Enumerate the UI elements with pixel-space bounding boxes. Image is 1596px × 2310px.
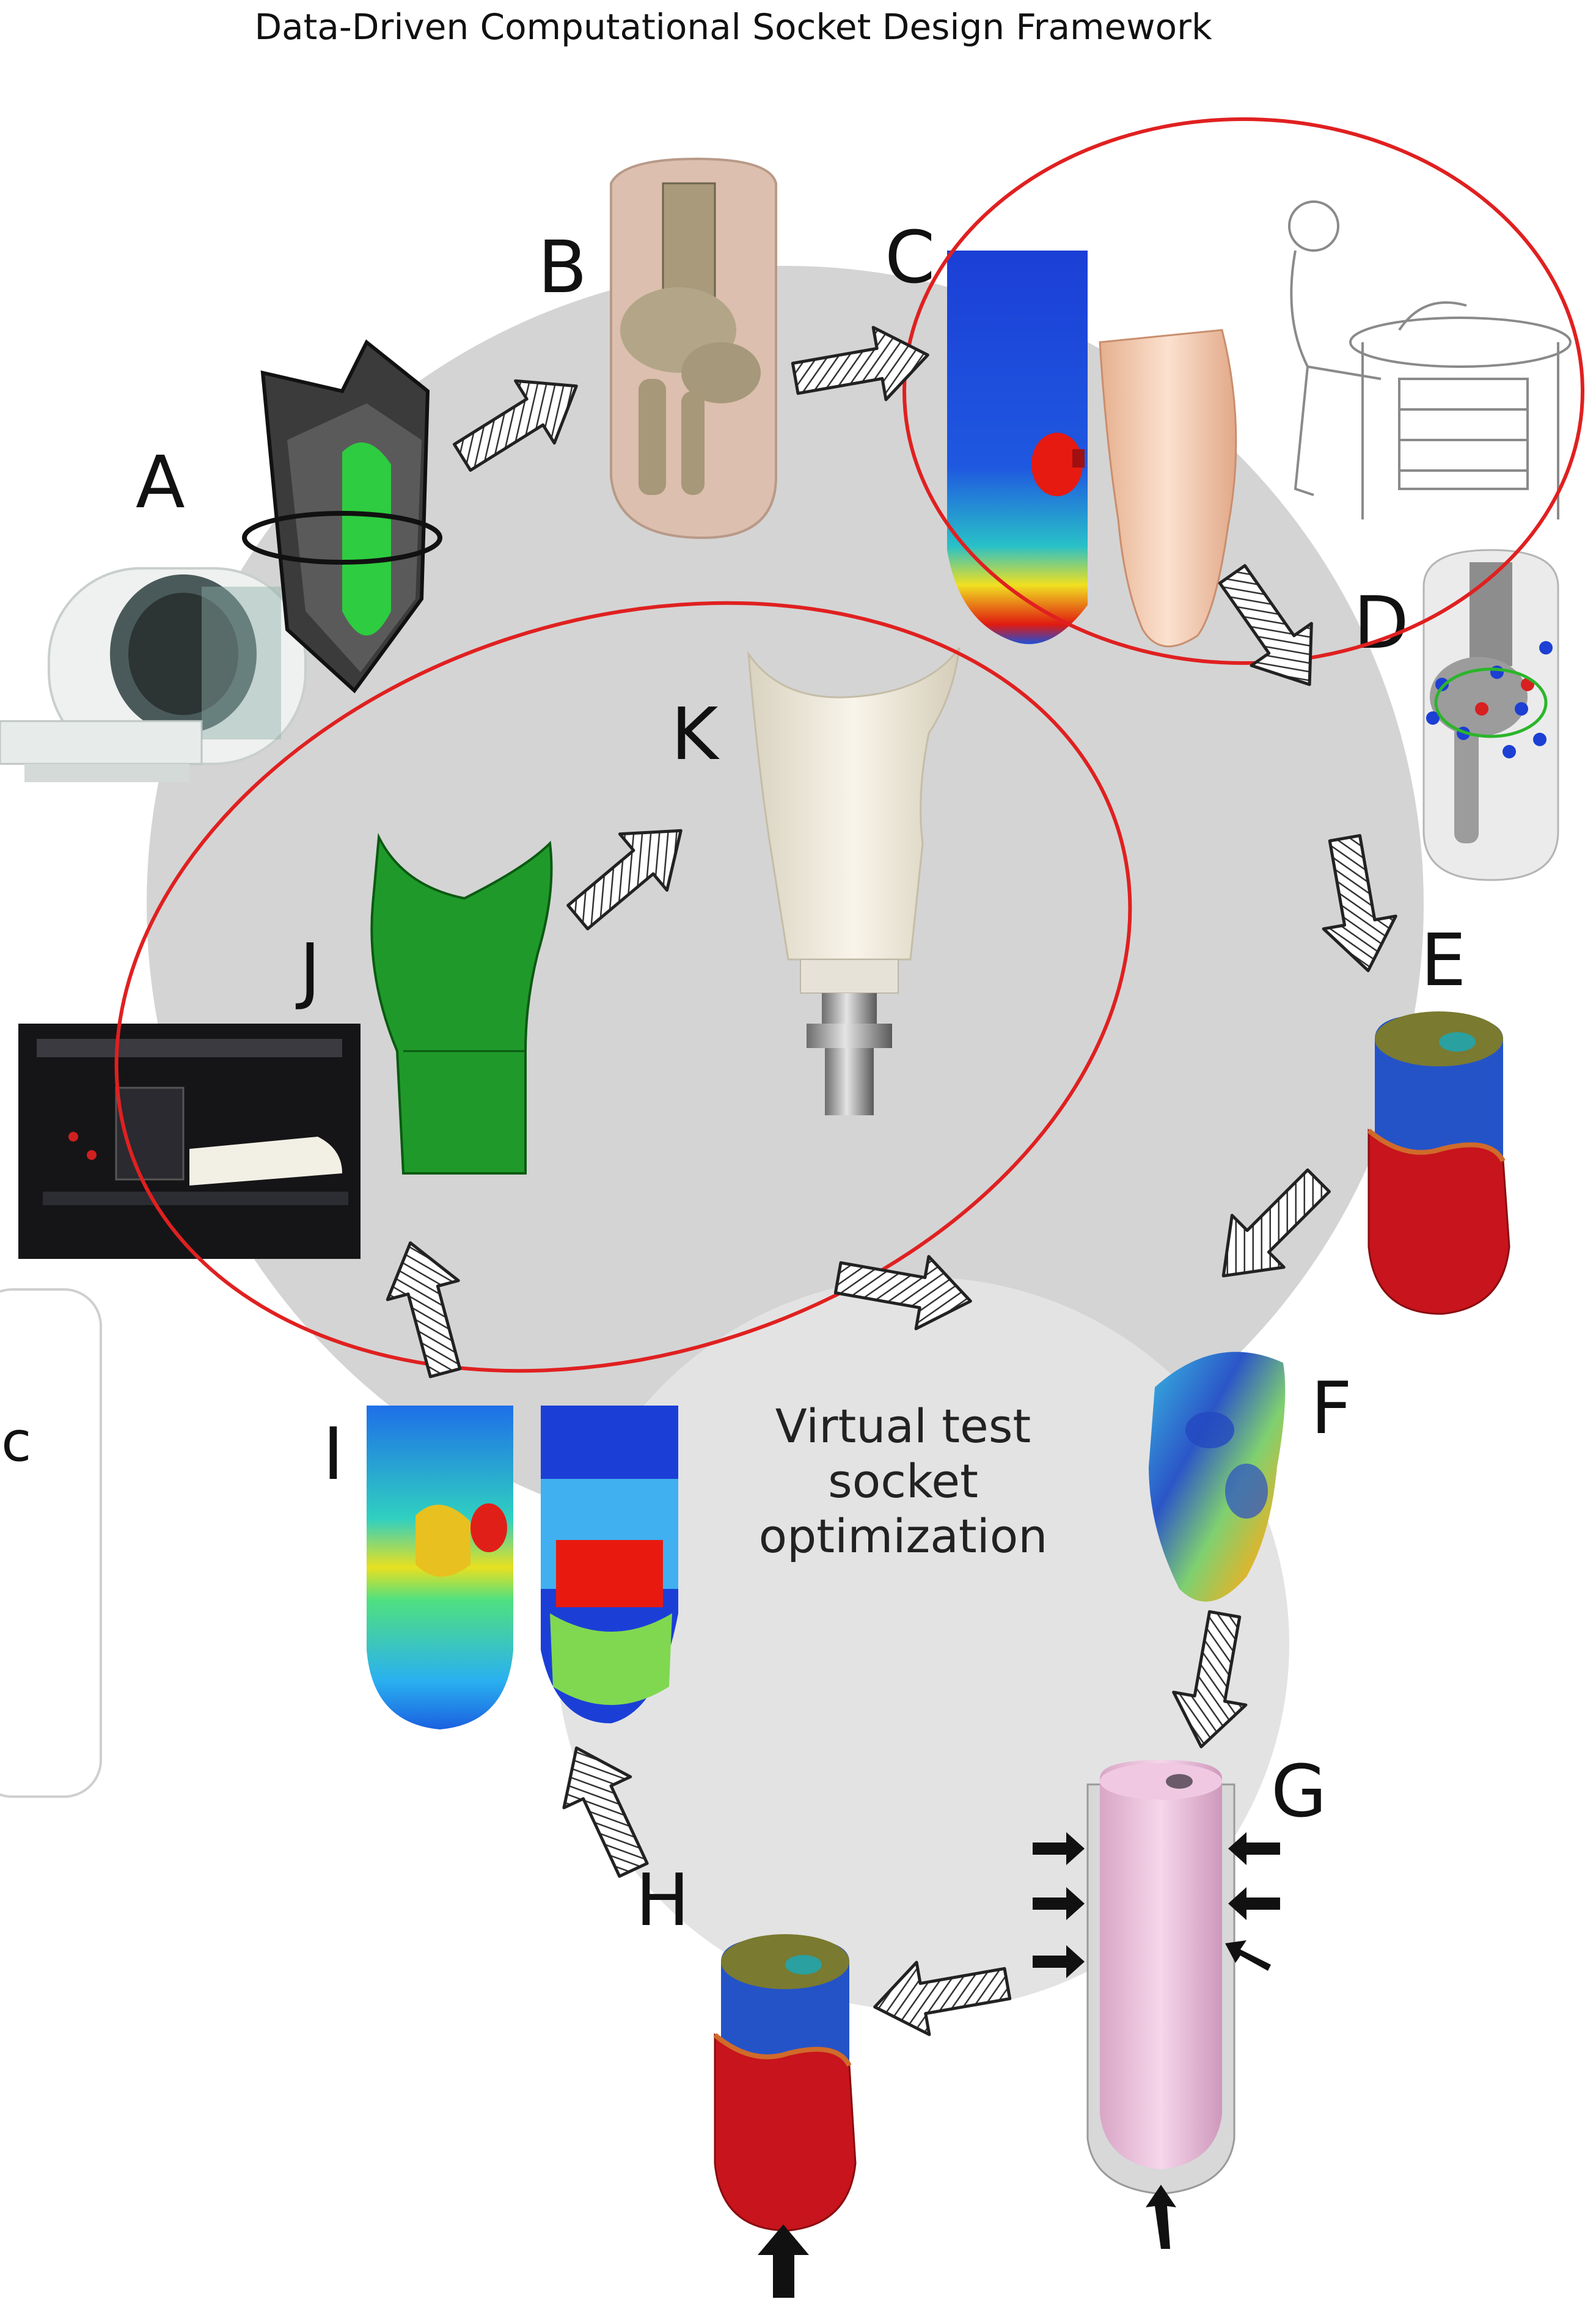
panel-d-label: D bbox=[1353, 581, 1409, 665]
panel-a-label: A bbox=[136, 440, 185, 524]
inner-cycle-line-3: optimization bbox=[759, 1509, 1048, 1563]
panel-i-fea-results: I bbox=[323, 1406, 678, 1729]
subject-seated-sketch bbox=[1289, 202, 1570, 519]
panel-f-pressure-map: F bbox=[1149, 1352, 1352, 1602]
inner-cycle-line-2: socket bbox=[828, 1454, 978, 1508]
panel-i-label: I bbox=[323, 1412, 344, 1496]
panel-c-label: C bbox=[885, 215, 935, 299]
side-box bbox=[0, 1289, 101, 1797]
panel-h-label: H bbox=[635, 1858, 690, 1942]
3d-printer-icon bbox=[18, 1024, 361, 1259]
panel-e-label: E bbox=[1421, 918, 1466, 1002]
inner-cycle-line-1: Virtual test bbox=[775, 1399, 1031, 1453]
mri-scanner-icon bbox=[0, 568, 306, 782]
panel-f-label: F bbox=[1311, 1366, 1352, 1450]
panel-g-label: G bbox=[1271, 1749, 1327, 1833]
panel-b-label: B bbox=[538, 225, 587, 309]
panel-k-label: K bbox=[671, 692, 720, 776]
side-box-fragment: c bbox=[1, 1410, 31, 1474]
panel-j-label: J bbox=[295, 928, 321, 1012]
panel-a-mri-scanner: A bbox=[0, 440, 306, 782]
force-arrow-icon bbox=[758, 2224, 809, 2298]
